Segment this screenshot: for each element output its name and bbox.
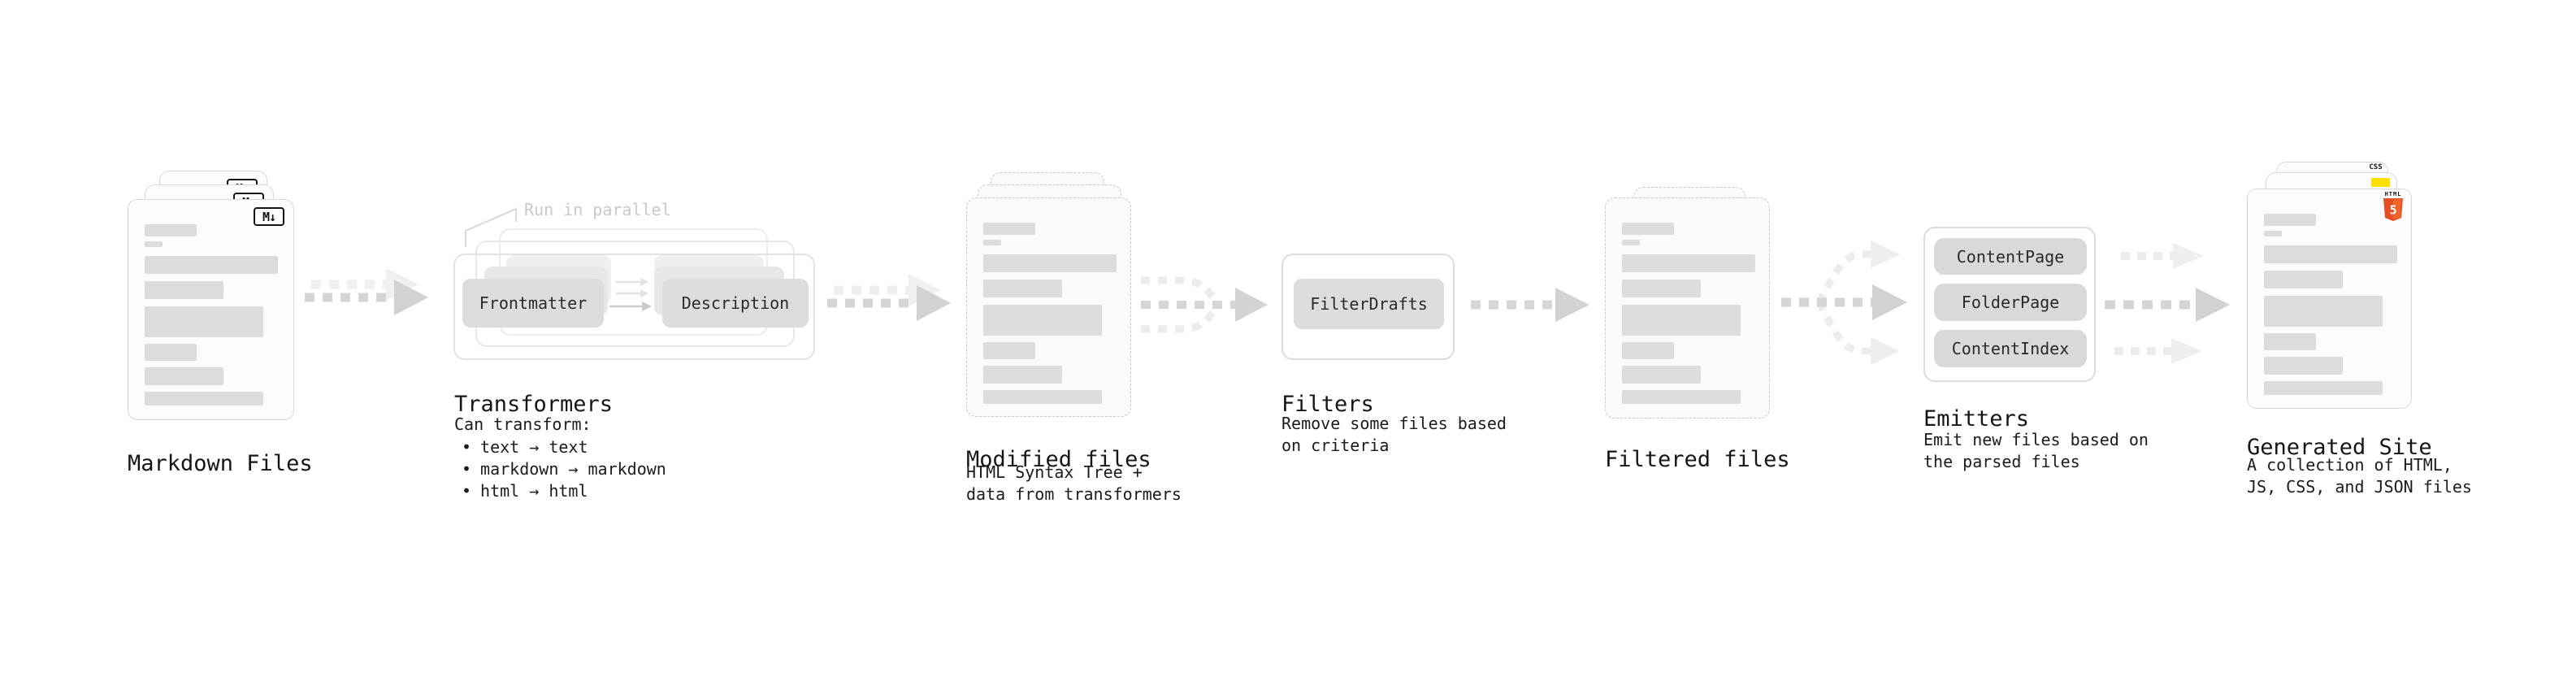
merge-arrow — [1141, 276, 1268, 333]
frontmatter-chip: Frontmatter — [462, 279, 604, 327]
placeholder-line — [983, 305, 1102, 336]
placeholder-line — [1622, 305, 1741, 336]
placeholder-line — [983, 254, 1117, 272]
placeholder-line — [2264, 381, 2383, 395]
placeholder-line — [145, 306, 263, 337]
flow-arrow — [827, 274, 951, 321]
stage-label: Modified files — [966, 447, 1151, 473]
flow-arrow — [1471, 288, 1589, 322]
note-leader-line — [465, 207, 517, 247]
stage-label: Emitters — [1923, 406, 2030, 432]
stage-label: Filtered files — [1605, 447, 1790, 473]
bullet-marker: • — [462, 481, 472, 501]
placeholder-line — [983, 366, 1062, 384]
placeholder-line — [2264, 245, 2397, 263]
file-card: M↓ — [128, 199, 294, 420]
stage-description: Remove some files based on criteria — [1281, 414, 1507, 455]
contentpage-chip: ContentPage — [1934, 238, 2087, 275]
list-item: • markdown → markdown — [454, 458, 666, 480]
stage-modified-files: Modified files HTML Syntax Tree + data f… — [966, 172, 1194, 514]
file-content-placeholder — [967, 198, 1130, 416]
placeholder-line — [145, 256, 278, 274]
svg-text:5: 5 — [2390, 203, 2397, 218]
fanout-arrow — [1781, 241, 1907, 365]
transformer-frame — [453, 254, 815, 360]
placeholder-line — [1622, 390, 1741, 404]
placeholder-line — [2264, 333, 2316, 350]
stage-emitters: ContentPage FolderPage ContentIndex Emit… — [1923, 227, 2167, 503]
stage-markdown-files: M↓ M↓ M↓ Markdown Files — [128, 171, 323, 496]
placeholder-line — [1622, 342, 1674, 359]
placeholder-line — [983, 390, 1102, 404]
placeholder-line — [145, 224, 197, 236]
placeholder-line — [983, 280, 1062, 297]
stage-label: Transformers — [454, 392, 614, 418]
placeholder-line — [1622, 366, 1701, 384]
placeholder-line — [1622, 240, 1640, 245]
file-content-placeholder — [1606, 198, 1769, 418]
stage-label: Markdown Files — [128, 451, 313, 477]
placeholder-line — [983, 240, 1001, 245]
folderpage-chip: FolderPage — [1934, 284, 2087, 321]
placeholder-line — [2264, 271, 2343, 288]
placeholder-line — [145, 367, 223, 385]
flow-arrow — [2105, 288, 2230, 322]
filterdrafts-chip: FilterDrafts — [1294, 279, 1444, 329]
file-content-placeholder — [2248, 189, 2411, 408]
run-in-parallel-note: Run in parallel — [524, 200, 671, 219]
js-icon — [2371, 178, 2390, 187]
placeholder-line — [1622, 223, 1674, 235]
stage-generated-site: CSS HTML 5 Generated Site A collection o… — [2247, 162, 2507, 511]
transform-bullet-list: • text → text • markdown → markdown • ht… — [454, 436, 666, 502]
placeholder-line — [145, 241, 163, 247]
description-chip: Description — [662, 279, 809, 327]
markdown-icon: M↓ — [254, 207, 284, 226]
flow-arrow-faint — [2114, 338, 2202, 364]
stage-description: HTML Syntax Tree + data from transformer… — [966, 462, 1182, 504]
stage-label: Generated Site — [2247, 435, 2432, 461]
placeholder-line — [145, 392, 263, 406]
stage-filters: FilterDrafts Filters Remove some files b… — [1281, 254, 1525, 522]
file-card — [966, 197, 1131, 417]
placeholder-line — [1622, 254, 1755, 272]
html5-icon: HTML 5 — [2383, 192, 2404, 223]
bullet-marker: • — [462, 459, 472, 479]
list-item: • text → text — [454, 436, 666, 458]
placeholder-line — [2264, 214, 2316, 226]
file-content-placeholder — [128, 200, 293, 419]
placeholder-line — [2264, 296, 2383, 327]
placeholder-line — [2264, 357, 2343, 375]
placeholder-line — [145, 281, 223, 299]
bullet-text: text → text — [480, 437, 588, 457]
flow-arrow-faint — [2121, 243, 2204, 269]
placeholder-line — [983, 223, 1035, 235]
stage-label: Filters — [1281, 392, 1374, 418]
stage-filtered-files: Filtered files — [1605, 187, 1816, 512]
file-card — [1605, 197, 1770, 419]
bullet-text: html → html — [480, 481, 588, 501]
stage-transformers: Run in parallel Frontmatter Description … — [453, 200, 827, 527]
list-item: • html → html — [454, 480, 666, 502]
placeholder-line — [1622, 280, 1701, 297]
transform-mini-arrows — [609, 278, 652, 311]
bullet-marker: • — [462, 437, 472, 457]
placeholder-line — [983, 342, 1035, 359]
file-card: HTML 5 — [2247, 189, 2412, 409]
stage-description: A collection of HTML, JS, CSS, and JSON … — [2247, 455, 2472, 497]
placeholder-line — [2264, 231, 2282, 236]
placeholder-line — [145, 344, 197, 361]
stage-description: Emit new files based on the parsed files — [1923, 430, 2149, 471]
contentindex-chip: ContentIndex — [1934, 330, 2087, 367]
flow-arrow — [305, 268, 428, 315]
stage-description: Can transform: — [454, 414, 592, 434]
bullet-text: markdown → markdown — [480, 459, 666, 479]
